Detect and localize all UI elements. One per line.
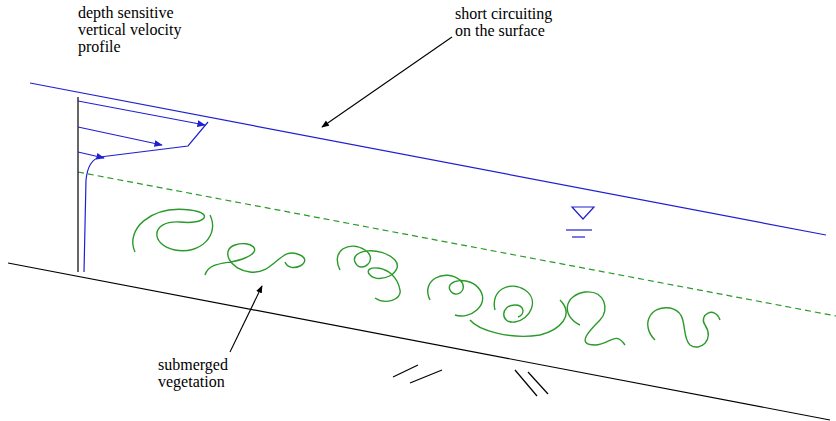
bed-hatch bbox=[393, 365, 548, 396]
channel-bed bbox=[8, 263, 830, 420]
callout-label: depth sensitive vertical velocity profil… bbox=[78, 4, 200, 55]
leader-line bbox=[230, 286, 262, 352]
vegetation bbox=[133, 209, 720, 347]
water-surface bbox=[30, 83, 826, 235]
callout-label: short circuiting on the surface bbox=[455, 5, 567, 39]
vegetation-top-line bbox=[78, 172, 836, 316]
callout-label: submerged vegetation bbox=[158, 356, 250, 390]
velocity-arrows bbox=[78, 101, 205, 158]
water-level-symbol bbox=[566, 207, 594, 237]
profile-axis bbox=[77, 97, 78, 272]
leader-line bbox=[322, 37, 452, 127]
